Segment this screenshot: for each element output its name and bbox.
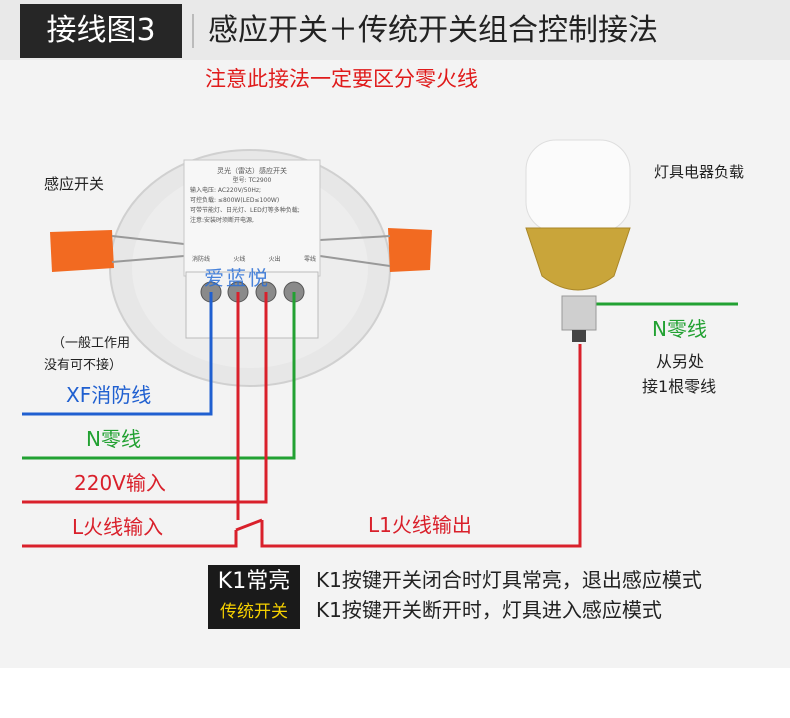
k1-always-on-label: K1常亮 [217, 569, 291, 594]
warning-note: 注意此接法一定要区分零火线 [205, 67, 478, 91]
v220-wire-label: 220V输入 [74, 471, 166, 495]
terminal-label-n: 零线 [303, 256, 316, 263]
device-spec-3: 可带节能灯、日光灯、LED灯等多种负载; [190, 207, 300, 214]
lamp-screw-base [561, 295, 597, 331]
k1-switch-contact [235, 518, 263, 532]
n-right-note-line-1: 从另处 [656, 352, 705, 371]
lamp-tip [572, 330, 586, 342]
device-spec-1: 输入电压: AC220V/50Hz; [190, 187, 262, 194]
device-name: 灵光（雷达）感应开关 [217, 167, 287, 175]
lamp-gold-body [525, 227, 631, 291]
device-label-plate [183, 159, 321, 277]
xf-note-line-1: （一般工作用 [52, 336, 131, 351]
sensor-switch-label: 感应开关 [44, 175, 105, 193]
left-orange-clip [50, 230, 114, 272]
k1-traditional-switch-label: 传统开关 [220, 602, 288, 622]
right-orange-clip [388, 228, 432, 272]
l1-wire-label: L1火线输出 [368, 513, 472, 537]
l-wire-label: L火线输入 [72, 515, 164, 539]
n-wire-label: N零线 [86, 427, 141, 451]
terminal-label-lout: 火出 [268, 256, 281, 263]
l1-output-wire [260, 344, 582, 548]
background-panel [0, 0, 790, 668]
right-spring [319, 235, 391, 267]
terminal-label-xf: 消防线 [192, 256, 211, 263]
device-text: 灵光（雷达）感应开关 型号: TC2900 输入电压: AC220V/50Hz;… [190, 166, 314, 226]
xf-note-line-2: 没有可不接） [44, 358, 123, 373]
n-right-wire-label: N零线 [652, 317, 707, 341]
lamp-bulb [525, 139, 631, 233]
device-spec-4: 注意:安装时须断开电源, [190, 217, 254, 224]
diagram-number-tag: 接线图3 [20, 4, 182, 58]
v220-wire [22, 292, 268, 504]
xf-wire [22, 292, 213, 416]
n-wire [22, 292, 296, 460]
watermark-text: 爱蓝悦 [204, 266, 270, 290]
left-spring [111, 235, 185, 263]
device-model: 型号: TC2900 [232, 177, 272, 184]
k1-open-description: K1按键开关断开时，灯具进入感应模式 [316, 598, 662, 622]
device-spec-2: 可控负载: ≤800W(LED≤100W) [190, 197, 280, 204]
header-separator [192, 14, 194, 48]
terminal-labels: 消防线 火线 火出 零线 [192, 254, 316, 263]
lamp-load-label: 灯具电器负载 [654, 163, 745, 181]
l-input-wire [22, 530, 238, 548]
k1-closed-description: K1按键开关闭合时灯具常亮，退出感应模式 [316, 568, 702, 592]
terminal-label-l: 火线 [233, 256, 246, 263]
n-right-note-line-2: 接1根零线 [642, 377, 717, 396]
diagram-title: 感应开关＋传统开关组合控制接法 [208, 13, 658, 48]
k1-label-box [208, 565, 300, 629]
xf-wire-label: XF消防线 [66, 383, 152, 407]
